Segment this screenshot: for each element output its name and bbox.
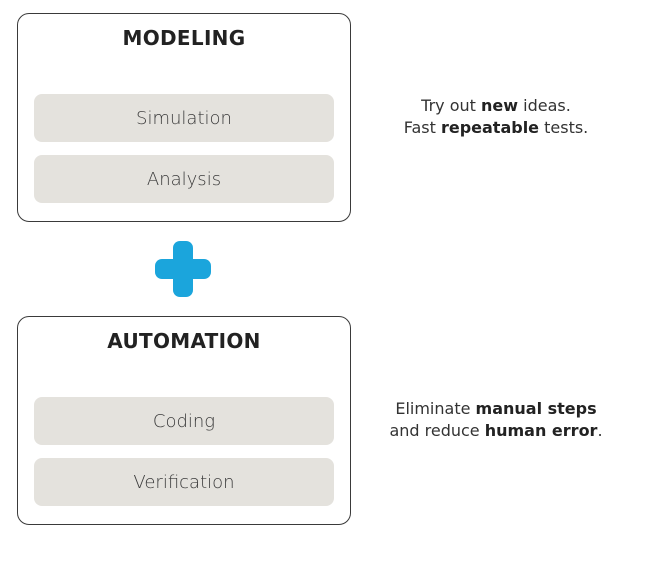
- caption-text: Fast: [403, 118, 441, 137]
- caption-emphasis: repeatable: [440, 118, 540, 137]
- modeling-caption-line-2: Fast repeatable tests.: [346, 117, 646, 139]
- plus-icon-vertical-bar: [173, 241, 193, 297]
- caption-text: Try out: [421, 96, 482, 115]
- caption-text: Eliminate: [395, 399, 476, 418]
- automation-title: AUTOMATION: [107, 329, 261, 353]
- caption-text: .: [597, 421, 603, 440]
- verification-item: Verification: [34, 458, 334, 506]
- modeling-caption-line-1: Try out new ideas.: [346, 95, 646, 117]
- automation-caption-line-2: and reduce human error.: [346, 420, 646, 442]
- automation-caption: Eliminate manual steps and reduce human …: [346, 398, 646, 442]
- caption-emphasis: human error: [484, 421, 598, 440]
- modeling-caption: Try out new ideas. Fast repeatable tests…: [346, 95, 646, 139]
- caption-text: ideas.: [518, 96, 571, 115]
- caption-emphasis: manual steps: [475, 399, 597, 418]
- automation-panel: AUTOMATION Coding Verification: [17, 316, 351, 525]
- simulation-item: Simulation: [34, 94, 334, 142]
- automation-caption-line-1: Eliminate manual steps: [346, 398, 646, 420]
- caption-text: tests.: [539, 118, 589, 137]
- caption-text: and reduce: [389, 421, 485, 440]
- modeling-panel: MODELING Simulation Analysis: [17, 13, 351, 222]
- analysis-item: Analysis: [34, 155, 334, 203]
- caption-emphasis: new: [481, 96, 519, 115]
- coding-item: Coding: [34, 397, 334, 445]
- modeling-title: MODELING: [122, 26, 246, 50]
- plus-icon: [155, 241, 211, 297]
